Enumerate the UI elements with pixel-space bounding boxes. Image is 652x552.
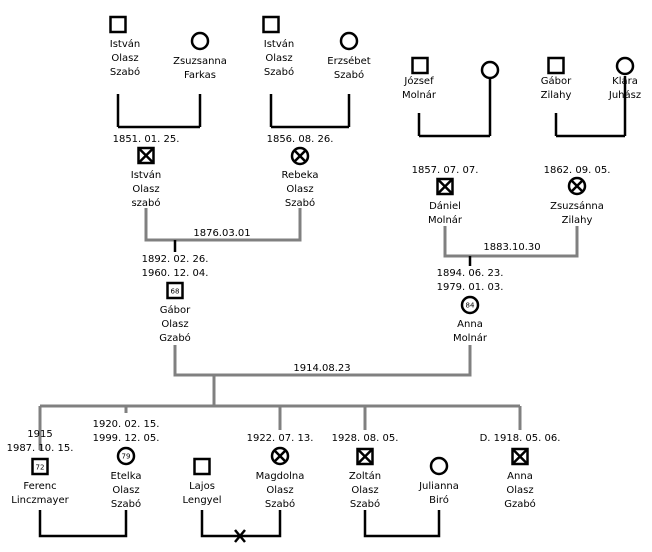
person-dates: D. 1918. 05. 06. <box>480 433 561 444</box>
marriage-date: 1883.10.30 <box>483 242 540 253</box>
connector-lines <box>38 76 627 543</box>
deceased-male-symbol <box>137 146 155 165</box>
male-symbol <box>547 56 565 75</box>
deceased-male-symbol <box>436 177 454 196</box>
svg-text:72: 72 <box>36 464 45 472</box>
person-dates: 1857. 07. 07. <box>412 165 479 176</box>
male-symbol-with-age: 68 <box>166 281 184 300</box>
person-dates: 1892. 02. 26.1960. 12. 04. <box>142 254 209 279</box>
male-symbol-with-age: 72 <box>31 457 49 476</box>
person-dates: 1920. 02. 15.1999. 12. 05. <box>93 419 160 444</box>
person-dates: 1862. 09. 05. <box>544 165 611 176</box>
person-dates: 1856. 08. 26. <box>267 134 334 145</box>
marriage-date: 1914.08.23 <box>293 363 350 374</box>
deceased-female-symbol <box>567 176 587 196</box>
female-symbol-with-age: 79 <box>116 446 136 466</box>
svg-text:84: 84 <box>466 302 475 310</box>
person-dates: 1928. 08. 05. <box>332 433 399 444</box>
deceased-female-symbol <box>270 446 290 466</box>
female-symbol-with-age: 84 <box>460 295 480 315</box>
deceased-male-symbol <box>356 447 374 466</box>
deceased-female-symbol <box>290 146 310 166</box>
deceased-male-symbol <box>511 447 529 466</box>
female-symbol <box>339 31 359 51</box>
svg-text:79: 79 <box>122 453 131 461</box>
marriage-date: 1876.03.01 <box>193 228 250 239</box>
male-symbol <box>193 457 211 476</box>
person-dates: 1851. 01. 25. <box>113 134 180 145</box>
female-symbol <box>429 456 449 476</box>
male-symbol <box>411 56 429 75</box>
female-symbol <box>480 60 500 80</box>
person-dates: 1922. 07. 13. <box>247 433 314 444</box>
male-symbol <box>109 15 127 34</box>
female-symbol <box>190 31 210 51</box>
male-symbol <box>262 15 280 34</box>
svg-text:68: 68 <box>171 288 180 296</box>
person-dates: 1894. 06. 23.1979. 01. 03. <box>437 268 504 293</box>
person-symbols: 68 84 72 79 <box>31 15 635 476</box>
female-symbol <box>615 56 635 76</box>
